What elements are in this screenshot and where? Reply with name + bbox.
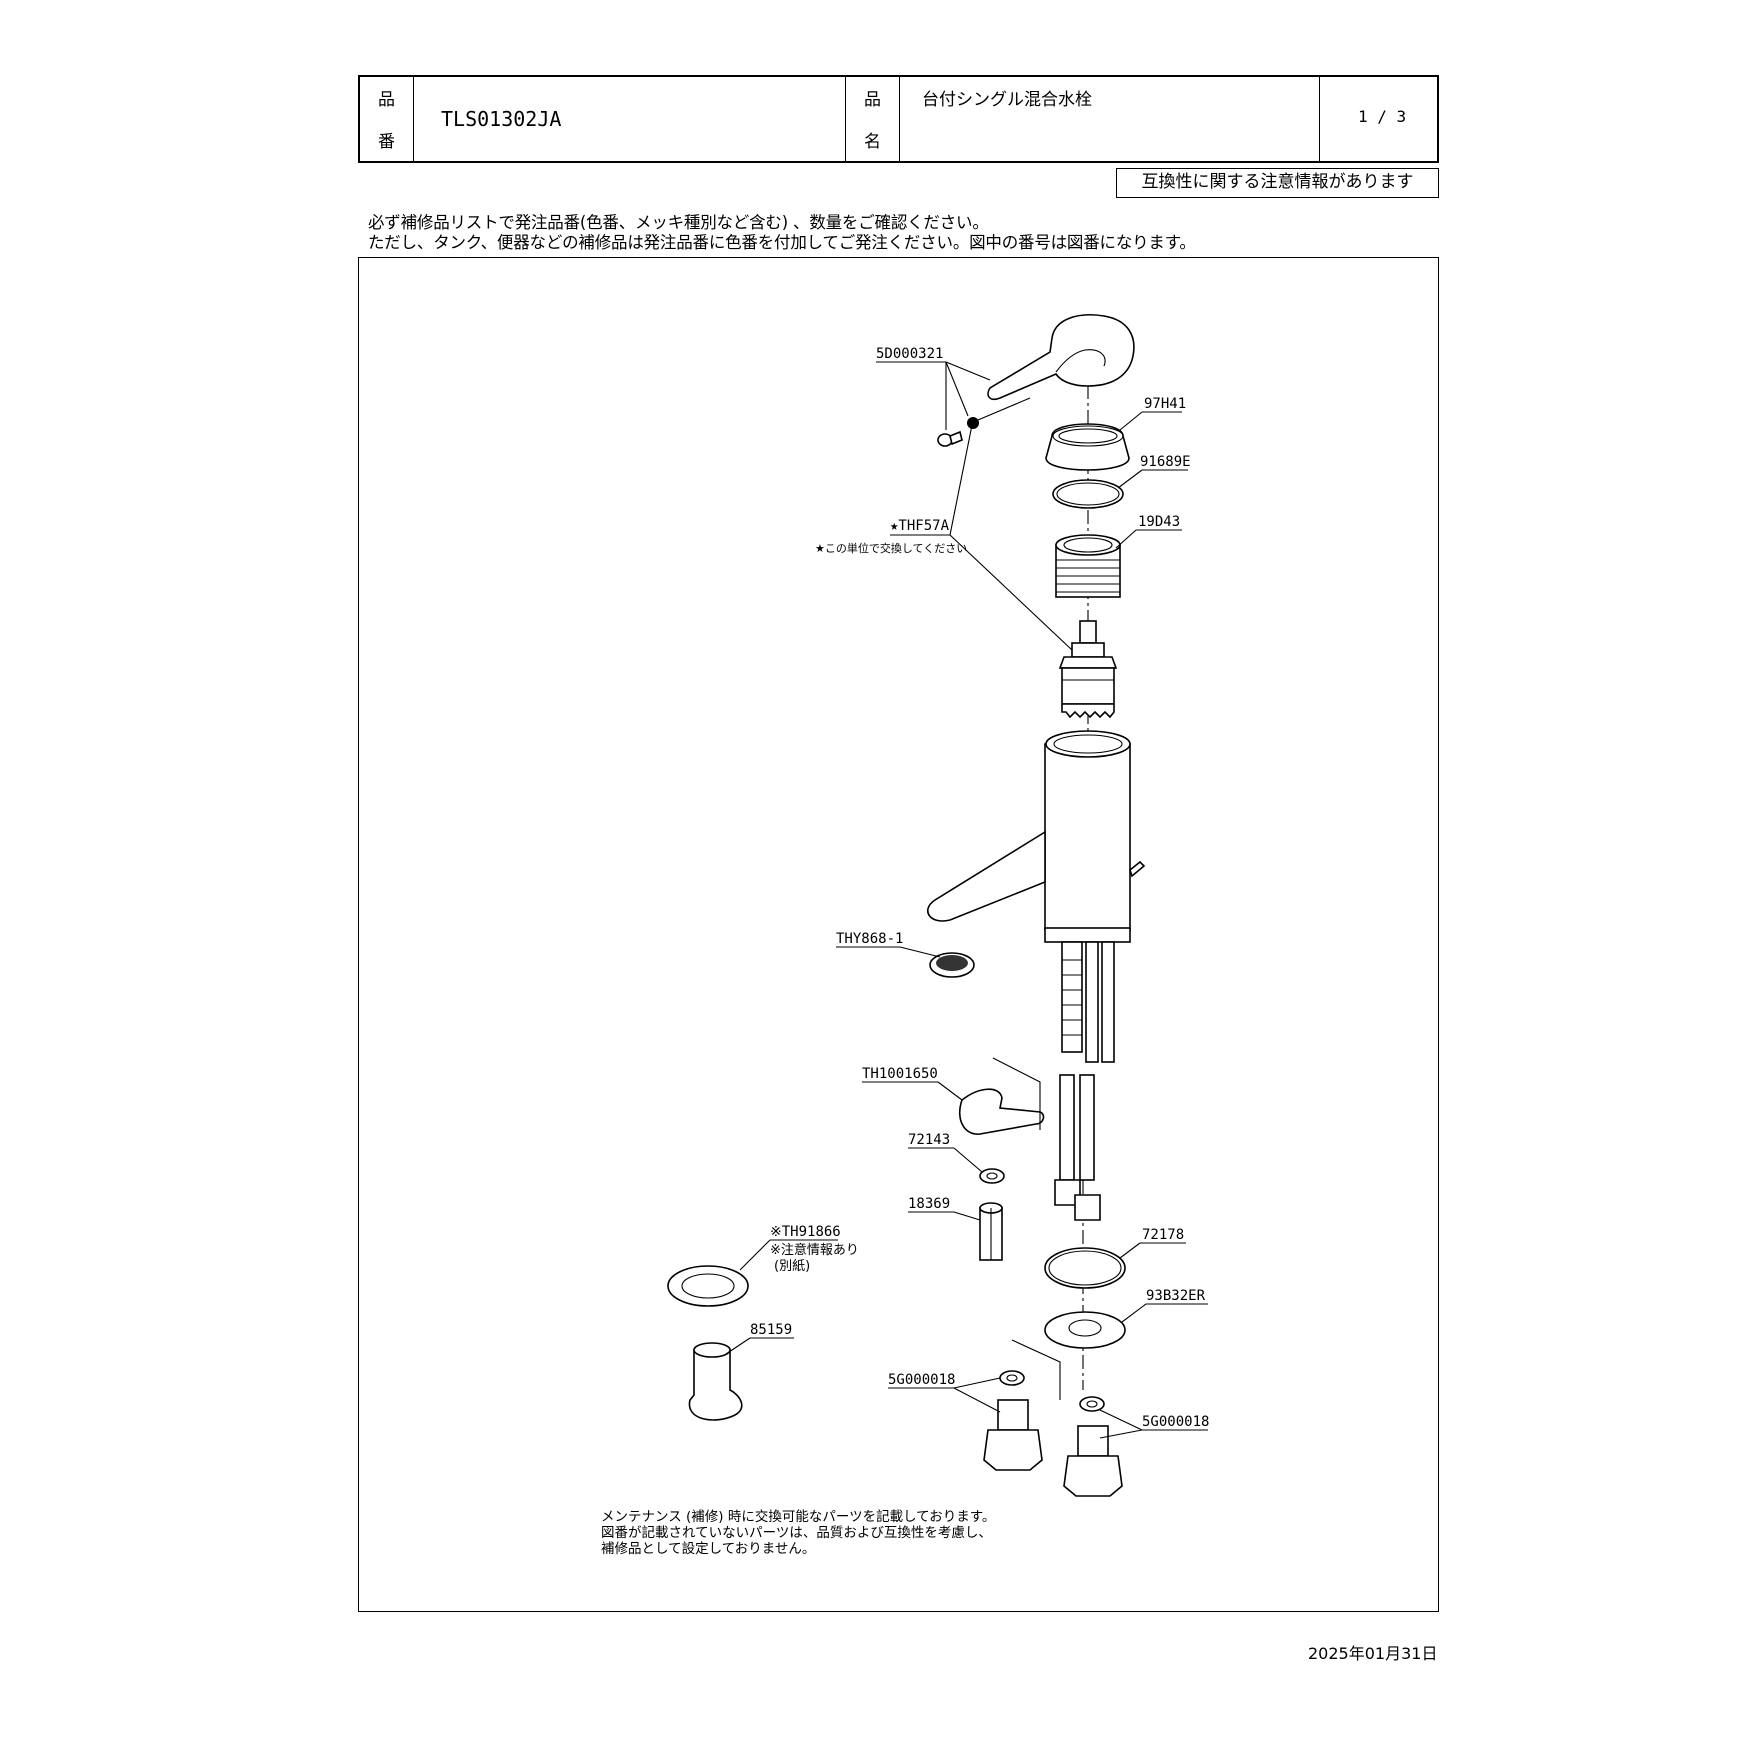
- part-number: TLS01302JA: [441, 107, 562, 131]
- connector-left: [983, 1370, 1043, 1471]
- faucet-body: [927, 730, 1146, 1063]
- label-th91866-note2: (別紙): [774, 1259, 810, 1274]
- footer-note-2: 図番が記載されていないパーツは、品質および互換性を考慮し、: [601, 1524, 992, 1541]
- label-5g000018-left: 5G000018: [888, 1372, 955, 1388]
- washer-72143: [979, 1168, 1005, 1184]
- page-number: 1 / 3: [1358, 107, 1407, 126]
- instruction-line-1: 必ず補修品リストで発注品番(色番、メッキ種別など含む) 、数量をご確認ください。: [368, 213, 989, 232]
- part-no-cell: TLS01302JA: [414, 77, 846, 161]
- mounting-bracket: [958, 1088, 1045, 1135]
- cartridge: [1058, 620, 1118, 719]
- label-93b32er: 93B32ER: [1146, 1288, 1206, 1304]
- leader-lines: [725, 361, 1208, 1439]
- label-th1001650: TH1001650: [862, 1066, 938, 1082]
- label-thf57a: ★THF57A: [890, 518, 950, 534]
- label-thf57a-note: ★この単位で交換してください: [815, 541, 967, 555]
- gasket: [667, 1265, 749, 1307]
- diagram-frame: [358, 257, 1439, 1612]
- label-th91866-note1: ※注意情報あり: [770, 1242, 859, 1258]
- issue-date: 2025年01月31日: [1308, 1644, 1438, 1663]
- label-19d43: 19D43: [1138, 514, 1180, 530]
- label-5d000321: 5D000321: [876, 346, 943, 362]
- part-no-label-cell: 品 番: [360, 77, 414, 161]
- name-label-cell: 品 名: [846, 77, 900, 161]
- hex-nut-18369: [979, 1202, 1003, 1261]
- label-18369: 18369: [908, 1196, 950, 1212]
- label-thy868-1: THY868-1: [836, 931, 903, 947]
- name-cell: 台付シングル混合水栓: [900, 77, 1320, 161]
- label-91689e: 91689E: [1140, 454, 1191, 470]
- o-ring-72178: [1044, 1247, 1126, 1289]
- footer-note-3: 補修品として設定しておりません。: [601, 1541, 815, 1557]
- connector-right: [1063, 1396, 1123, 1497]
- aerator: [929, 952, 975, 978]
- label-85159: 85159: [750, 1322, 792, 1338]
- label-97h41: 97H41: [1144, 396, 1186, 412]
- title-block: 品 番 TLS01302JA 品 名 台付シングル混合水栓 1 / 3: [358, 75, 1439, 163]
- label-th91866: ※TH91866: [770, 1224, 841, 1240]
- cap-ring: [1045, 423, 1130, 471]
- supply-hoses: [1054, 1074, 1101, 1221]
- footer-note-1: メンテナンス (補修) 時に交換可能なパーツを記載しております。: [601, 1508, 995, 1525]
- compatibility-notice: 互換性に関する注意情報があります: [1116, 168, 1439, 198]
- base-plate: [1044, 1311, 1126, 1349]
- lever-handle: [987, 314, 1135, 401]
- label-5g000018-right: 5G000018: [1142, 1414, 1209, 1430]
- socket-wrench: [688, 1342, 743, 1421]
- product-name: 台付シングル混合水栓: [922, 90, 1092, 110]
- part-no-label: 品: [378, 90, 395, 110]
- label-72143: 72143: [908, 1132, 950, 1148]
- label-72178: 72178: [1142, 1227, 1184, 1243]
- set-screw: [937, 397, 1031, 447]
- instruction-line-2: ただし、タンク、便器などの補修品は発注品番に色番を付加してご発注ください。図中の…: [368, 233, 1196, 252]
- threaded-nut: [1055, 534, 1121, 598]
- o-ring-91689e: [1052, 479, 1124, 509]
- page-cell: 1 / 3: [1320, 77, 1437, 161]
